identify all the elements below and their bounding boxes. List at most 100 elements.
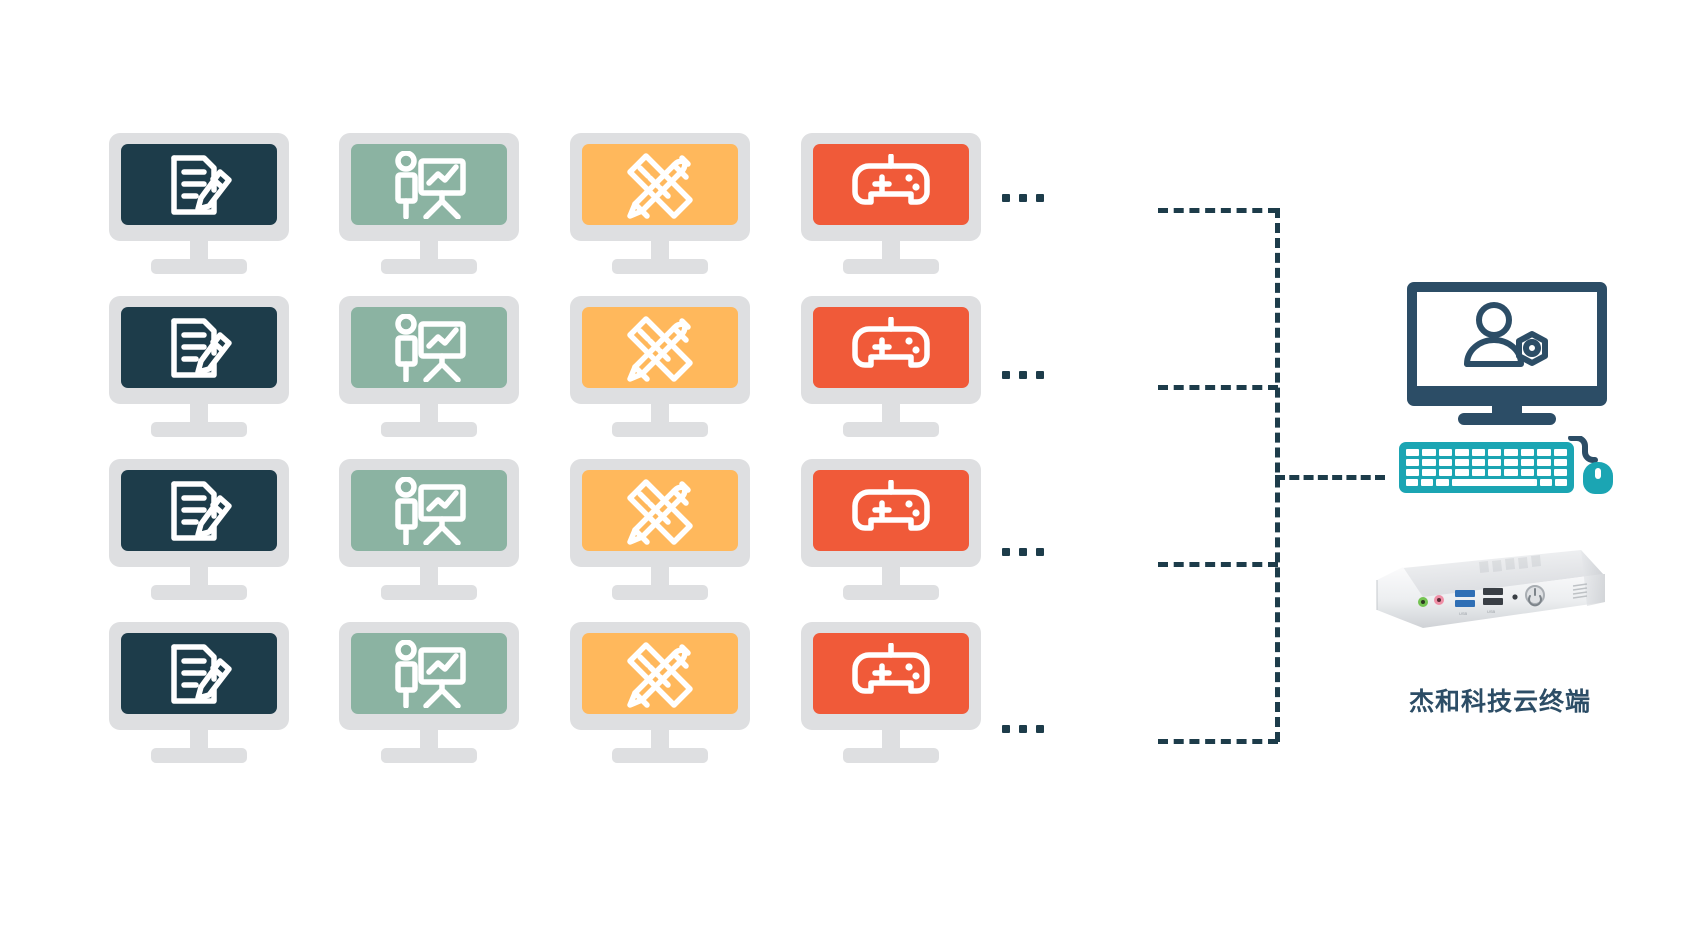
document-edit-icon bbox=[162, 315, 236, 381]
monitor-neck bbox=[190, 239, 208, 263]
svg-text:USB: USB bbox=[1459, 611, 1468, 616]
monitor-neck bbox=[882, 402, 900, 426]
monitor-base bbox=[612, 259, 708, 274]
pencil-ruler-icon bbox=[624, 476, 696, 546]
monitor-neck bbox=[651, 565, 669, 589]
monitor-neck bbox=[882, 728, 900, 752]
monitor-neck bbox=[420, 402, 438, 426]
mouse-wheel bbox=[1595, 468, 1601, 479]
client-monitor-gaming bbox=[801, 622, 981, 763]
usb2-port-upper bbox=[1483, 588, 1503, 595]
keyboard-row bbox=[1406, 459, 1568, 466]
connector-branch-3 bbox=[1158, 562, 1278, 567]
connector-branch-4 bbox=[1158, 739, 1278, 744]
monitor-base bbox=[612, 748, 708, 763]
client-monitor-design bbox=[570, 622, 750, 763]
document-edit-icon bbox=[162, 641, 236, 707]
gamepad-icon bbox=[851, 479, 931, 542]
client-monitor-gaming bbox=[801, 133, 981, 274]
ellipsis-row-4 bbox=[1002, 725, 1044, 733]
monitor-screen bbox=[582, 633, 738, 714]
monitor-neck bbox=[882, 565, 900, 589]
terminal-monitor-base bbox=[1458, 413, 1556, 425]
terminal-monitor bbox=[1407, 282, 1607, 432]
monitor-screen bbox=[813, 470, 969, 551]
connector-branch-1 bbox=[1158, 208, 1278, 213]
usb3-port-lower bbox=[1455, 600, 1475, 607]
monitor-screen bbox=[121, 144, 277, 225]
client-monitor-presentation bbox=[339, 459, 519, 600]
ellipsis-row-3 bbox=[1002, 548, 1044, 556]
client-monitor-presentation bbox=[339, 622, 519, 763]
client-monitor-document bbox=[109, 296, 289, 437]
monitor-base bbox=[151, 585, 247, 600]
connector-to-terminal bbox=[1275, 475, 1385, 480]
monitor-neck bbox=[651, 239, 669, 263]
presenter-chart-icon bbox=[390, 476, 468, 545]
monitor-base bbox=[843, 748, 939, 763]
monitor-screen bbox=[121, 633, 277, 714]
monitor-screen bbox=[582, 470, 738, 551]
svg-text:USB: USB bbox=[1487, 609, 1496, 614]
monitor-neck bbox=[420, 728, 438, 752]
monitor-screen bbox=[582, 144, 738, 225]
monitor-screen bbox=[351, 633, 507, 714]
keyboard-row bbox=[1406, 469, 1568, 476]
monitor-screen bbox=[121, 307, 277, 388]
monitor-base bbox=[151, 422, 247, 437]
keyboard-row bbox=[1406, 449, 1568, 456]
usb2-port-lower bbox=[1483, 598, 1503, 605]
monitor-neck bbox=[420, 239, 438, 263]
keyboard-icon bbox=[1399, 442, 1574, 493]
terminal-caption: 杰和科技云终端 bbox=[1408, 687, 1591, 716]
pencil-ruler-icon bbox=[624, 639, 696, 709]
client-monitor-document bbox=[109, 459, 289, 600]
mouse-icon bbox=[1568, 436, 1613, 494]
monitor-base bbox=[151, 748, 247, 763]
monitor-base bbox=[381, 422, 477, 437]
client-monitor-design bbox=[570, 459, 750, 600]
monitor-base bbox=[612, 585, 708, 600]
monitor-neck bbox=[190, 565, 208, 589]
pencil-ruler-icon bbox=[624, 313, 696, 383]
monitor-screen bbox=[813, 633, 969, 714]
gamepad-icon bbox=[851, 316, 931, 379]
monitor-neck bbox=[651, 402, 669, 426]
monitor-screen bbox=[121, 470, 277, 551]
presenter-chart-icon bbox=[390, 313, 468, 382]
monitor-base bbox=[843, 422, 939, 437]
client-monitor-design bbox=[570, 133, 750, 274]
monitor-screen bbox=[351, 307, 507, 388]
mini-pc-icon: USB USB bbox=[1375, 540, 1605, 650]
client-monitor-presentation bbox=[339, 296, 519, 437]
monitor-screen bbox=[582, 307, 738, 388]
presenter-chart-icon bbox=[390, 150, 468, 219]
monitor-base bbox=[612, 422, 708, 437]
terminal-monitor-screen bbox=[1417, 292, 1597, 386]
monitor-base bbox=[843, 259, 939, 274]
gamepad-icon bbox=[851, 153, 931, 216]
user-gear-icon bbox=[1453, 300, 1561, 379]
client-monitor-design bbox=[570, 296, 750, 437]
monitor-base bbox=[381, 748, 477, 763]
monitor-base bbox=[151, 259, 247, 274]
monitor-neck bbox=[190, 402, 208, 426]
monitor-base bbox=[381, 259, 477, 274]
monitor-screen bbox=[351, 470, 507, 551]
presenter-chart-icon bbox=[390, 639, 468, 708]
keyboard-keys bbox=[1406, 449, 1568, 486]
monitor-neck bbox=[882, 239, 900, 263]
monitor-screen bbox=[813, 307, 969, 388]
client-monitor-gaming bbox=[801, 459, 981, 600]
document-edit-icon bbox=[162, 152, 236, 218]
ellipsis-row-1 bbox=[1002, 194, 1044, 202]
monitor-neck bbox=[420, 565, 438, 589]
connector-branch-2 bbox=[1158, 385, 1278, 390]
client-monitor-document bbox=[109, 133, 289, 274]
monitor-screen bbox=[351, 144, 507, 225]
client-monitor-gaming bbox=[801, 296, 981, 437]
monitor-neck bbox=[190, 728, 208, 752]
ellipsis-row-2 bbox=[1002, 371, 1044, 379]
monitor-neck bbox=[651, 728, 669, 752]
